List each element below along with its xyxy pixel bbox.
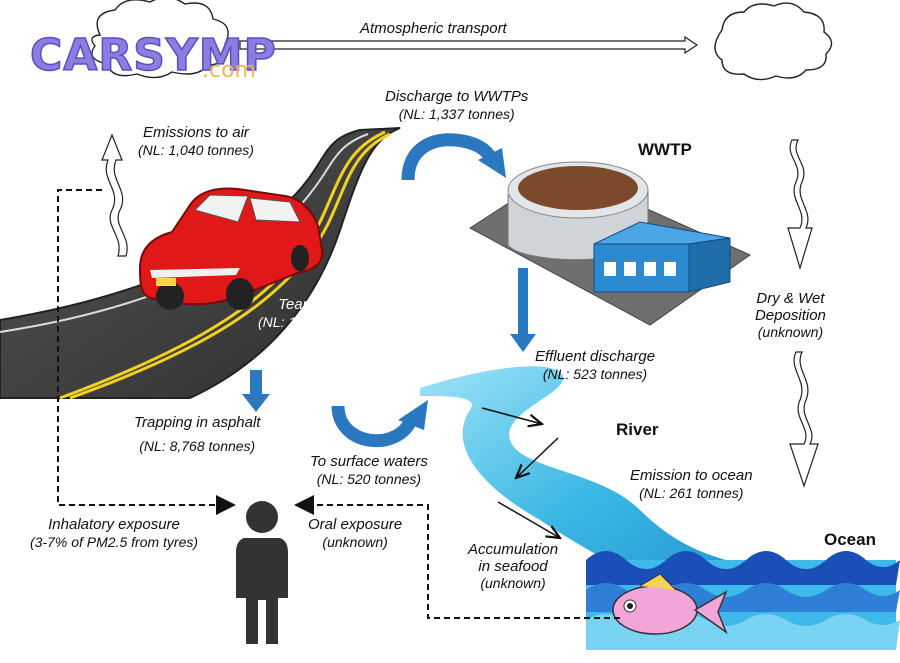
- person-icon: [236, 501, 288, 644]
- logo-main-text: CARSYMP: [29, 29, 277, 82]
- label-emissions-air: Emissions to air (NL: 1,040 tonnes): [138, 124, 254, 158]
- label-discharge-wwtp-value: (NL: 1,337 tonnes): [398, 106, 515, 122]
- label-discharge-wwtp-title: Discharge to WWTPs: [385, 88, 529, 105]
- label-tear-wear-value: (NL: 15,030 tonnes): [258, 314, 382, 330]
- label-trapping-title: Trapping in asphalt: [134, 414, 261, 431]
- label-emission-ocean: Emission to ocean (NL: 261 tonnes): [630, 467, 753, 501]
- label-effluent-title: Effluent discharge: [535, 348, 656, 365]
- label-inhalatory-title: Inhalatory exposure: [48, 516, 180, 533]
- label-ocean: Ocean: [824, 530, 876, 549]
- label-tear-wear-title: Tear & Wear: [278, 296, 362, 313]
- label-dry-wet-line2: Deposition: [755, 307, 826, 324]
- label-trapping: Trapping in asphalt (NL: 8,768 tonnes): [134, 414, 260, 454]
- atmospheric-arrow: [239, 35, 699, 55]
- label-dry-wet-value: (unknown): [757, 324, 824, 340]
- logo-domain-text: .com: [202, 58, 256, 83]
- exposure-lines: [57, 189, 620, 619]
- label-dry-wet-line1: Dry & Wet: [756, 290, 825, 307]
- label-oral-value: (unknown): [322, 534, 388, 550]
- label-emission-ocean-value: (NL: 261 tonnes): [639, 485, 744, 501]
- effluent-arrow: [510, 268, 536, 352]
- label-tear-wear: Tear & Wear (NL: 15,030 tonnes): [258, 296, 382, 330]
- surface-waters-arrow: [331, 400, 428, 448]
- label-accumulation-value: (unknown): [480, 575, 546, 591]
- fish-icon: [612, 573, 728, 635]
- wwtp-icon: [469, 161, 752, 326]
- label-surface-waters: To surface waters (NL: 520 tonnes): [310, 453, 428, 487]
- label-trapping-value: (NL: 8,768 tonnes): [139, 438, 256, 454]
- logo: CARSYMP .com: [29, 29, 280, 90]
- label-inhalatory: Inhalatory exposure (3-7% of PM2.5 from …: [30, 516, 198, 550]
- emissions-air-arrow: [101, 133, 128, 257]
- label-accumulation-line2: in seafood: [478, 558, 548, 575]
- label-inhalatory-value: (3-7% of PM2.5 from tyres): [30, 534, 199, 550]
- label-emission-ocean-title: Emission to ocean: [630, 467, 753, 484]
- label-discharge-wwtp: Discharge to WWTPs (NL: 1,337 tonnes): [385, 88, 528, 122]
- label-emissions-air-value: (NL: 1,040 tonnes): [138, 142, 254, 158]
- discharge-arrow: [401, 133, 506, 181]
- label-accumulation: Accumulation in seafood (unknown): [468, 541, 558, 591]
- label-effluent: Effluent discharge (NL: 523 tonnes): [535, 348, 655, 382]
- label-river: River: [616, 420, 659, 439]
- label-wwtp: WWTP: [638, 140, 692, 159]
- label-atmospheric-transport: Atmospheric transport: [360, 20, 507, 37]
- label-surface-waters-value: (NL: 520 tonnes): [316, 471, 422, 487]
- trapping-arrow: [242, 370, 270, 412]
- label-emissions-air-title: Emissions to air: [143, 124, 249, 141]
- cloud-icon: [714, 2, 833, 81]
- label-surface-waters-title: To surface waters: [310, 453, 428, 470]
- river-flow-arrows: [481, 407, 560, 538]
- cloud-icon: [91, 0, 229, 79]
- label-oral: Oral exposure (unknown): [308, 516, 402, 550]
- deposition-arrow: [787, 139, 819, 488]
- label-dry-wet: Dry & Wet Deposition (unknown): [755, 290, 826, 340]
- label-accumulation-line1: Accumulation: [468, 541, 559, 558]
- label-oral-title: Oral exposure: [308, 516, 403, 533]
- label-effluent-value: (NL: 523 tonnes): [542, 366, 648, 382]
- car-icon: [138, 187, 324, 310]
- river: [420, 366, 760, 612]
